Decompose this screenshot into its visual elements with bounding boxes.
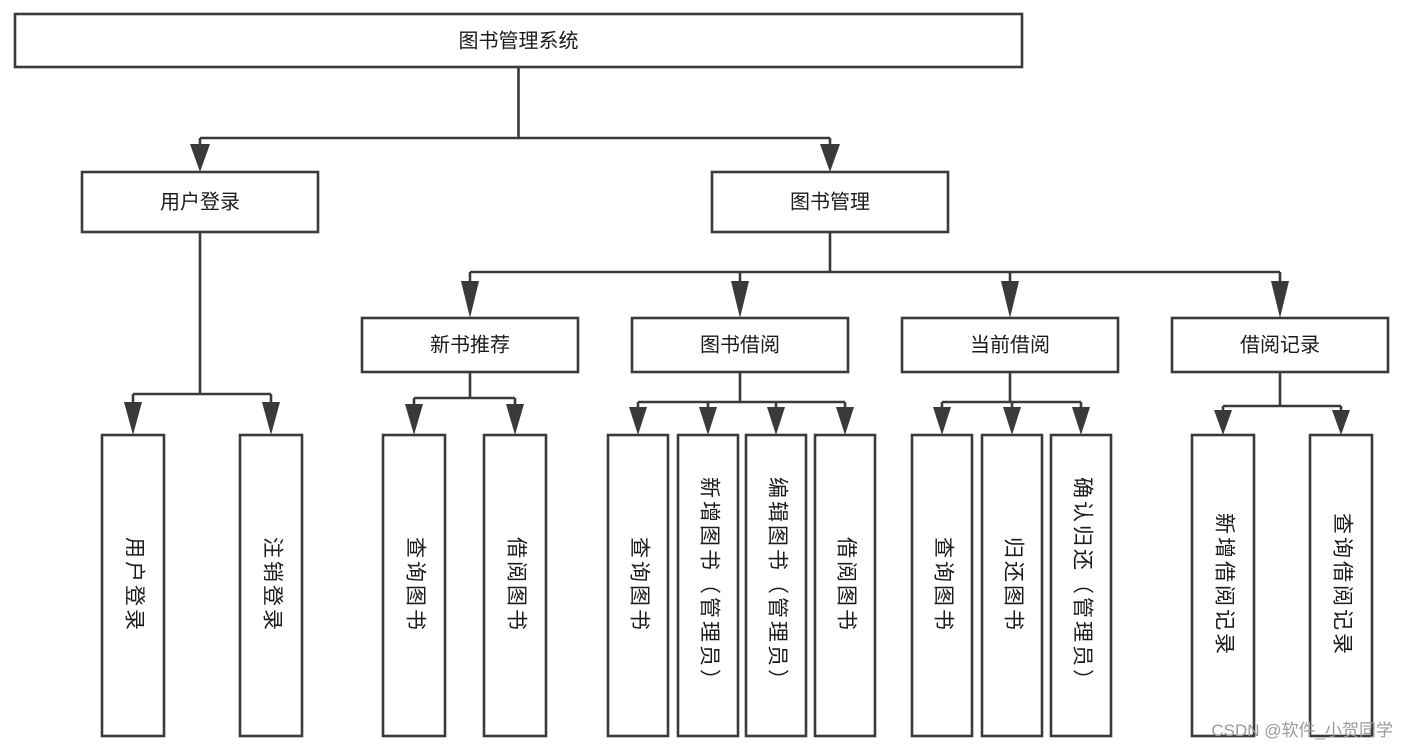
node-leaf-user-login[interactable]: 用户登录 (100, 433, 166, 738)
node-current-borrow-label: 当前借阅 (970, 333, 1050, 356)
connectors-borrow-record-to-leaves (1214, 372, 1350, 435)
node-leaf-bb-query-book-box[interactable] (606, 433, 670, 738)
node-leaf-cb-confirm-return[interactable]: 确认归还（管理员） (1049, 433, 1113, 738)
node-book-borrow-box[interactable] (630, 316, 850, 374)
arrow-icon-bb-borrow-book (836, 407, 854, 435)
node-leaf-bb-query-book[interactable]: 查询图书 (606, 433, 670, 738)
node-leaf-cb-query-book-label: 查询图书 (931, 537, 954, 633)
node-book-borrow[interactable]: 图书借阅 (630, 316, 850, 374)
node-leaf-logout[interactable]: 注销登录 (238, 433, 304, 738)
node-leaf-cb-return-book-label: 归还图书 (1001, 537, 1024, 633)
connectors-current-borrow-to-leaves (933, 372, 1090, 435)
node-leaf-br-query-record-box[interactable] (1308, 433, 1374, 738)
node-leaf-bb-query-book-label: 查询图书 (627, 537, 650, 633)
node-root-system-box[interactable] (13, 12, 1024, 69)
node-leaf-bb-edit-book-label: 编辑图书（管理员） (765, 477, 788, 693)
node-leaf-bb-edit-book-box[interactable] (744, 433, 808, 738)
node-leaf-logout-label: 注销登录 (260, 537, 283, 633)
arrow-icon-nbr-borrow-book (506, 404, 524, 435)
node-leaf-br-add-record[interactable]: 新增借阅记录 (1190, 433, 1256, 738)
node-root-system-label: 图书管理系统 (459, 29, 579, 52)
node-leaf-user-login-box[interactable] (100, 433, 166, 738)
arrow-icon-cb-return-book (1003, 407, 1021, 435)
node-leaf-bb-edit-book[interactable]: 编辑图书（管理员） (744, 433, 808, 738)
connectors-book-mgmt-to-level3 (461, 232, 1289, 318)
node-leaf-nbr-query-book-label: 查询图书 (403, 537, 426, 633)
node-user-login-label: 用户登录 (160, 190, 240, 213)
node-leaf-nbr-borrow-book-label: 借阅图书 (504, 537, 527, 633)
node-book-management-label: 图书管理 (790, 190, 870, 213)
node-leaf-nbr-query-book-box[interactable] (381, 433, 447, 738)
node-current-borrow-box[interactable] (900, 316, 1120, 374)
node-borrow-record-box[interactable] (1170, 316, 1390, 374)
connectors-user-login-to-leaves (124, 232, 280, 435)
node-leaf-cb-query-book[interactable]: 查询图书 (910, 433, 974, 738)
node-leaf-cb-return-book[interactable]: 归还图书 (980, 433, 1044, 738)
arrow-icon-book-mgmt (820, 144, 840, 172)
arrow-icon-book-borrow (731, 281, 749, 318)
arrow-icon-cb-query-book (933, 407, 951, 435)
node-user-login[interactable]: 用户登录 (80, 170, 320, 234)
node-leaf-cb-confirm-return-box[interactable] (1049, 433, 1113, 738)
arrow-icon-br-add-record (1214, 410, 1232, 435)
node-leaf-user-login-label: 用户登录 (122, 537, 145, 633)
node-leaf-br-query-record-label: 查询借阅记录 (1330, 513, 1353, 657)
node-borrow-record-label: 借阅记录 (1240, 333, 1320, 356)
arrow-icon-user-login (190, 144, 210, 172)
node-leaf-nbr-borrow-book-box[interactable] (482, 433, 548, 738)
arrow-icon-leaf-user-login (124, 402, 142, 435)
node-user-login-box[interactable] (80, 170, 320, 234)
arrow-icon-bb-query-book (629, 407, 647, 435)
arrow-icon-new-book-rec (461, 281, 479, 318)
csdn-watermark: CSDN @软件_小贺同学 (1211, 721, 1393, 740)
arrow-icon-br-query-record (1332, 410, 1350, 435)
node-leaf-bb-add-book-label: 新增图书（管理员） (697, 477, 720, 693)
node-leaf-nbr-query-book[interactable]: 查询图书 (381, 433, 447, 738)
node-book-management[interactable]: 图书管理 (710, 170, 950, 234)
node-book-management-box[interactable] (710, 170, 950, 234)
node-leaf-bb-borrow-book-box[interactable] (813, 433, 877, 738)
node-leaf-nbr-borrow-book[interactable]: 借阅图书 (482, 433, 548, 738)
node-new-book-recommend-box[interactable] (360, 316, 580, 374)
node-leaf-bb-add-book-box[interactable] (676, 433, 740, 738)
node-leaf-br-query-record[interactable]: 查询借阅记录 (1308, 433, 1374, 738)
node-new-book-recommend-label: 新书推荐 (430, 333, 510, 356)
connectors-book-borrow-to-leaves (629, 372, 854, 435)
arrow-icon-nbr-query-book (405, 404, 423, 435)
node-book-borrow-label: 图书借阅 (700, 333, 780, 356)
arrow-icon-current-borrow (1001, 281, 1019, 318)
node-leaf-bb-borrow-book[interactable]: 借阅图书 (813, 433, 877, 738)
node-root-system[interactable]: 图书管理系统 (13, 12, 1024, 69)
node-leaf-cb-return-book-box[interactable] (980, 433, 1044, 738)
node-leaf-bb-add-book[interactable]: 新增图书（管理员） (676, 433, 740, 738)
node-leaf-br-add-record-box[interactable] (1190, 433, 1256, 738)
connectors-root-to-level2 (190, 67, 840, 172)
arrow-icon-bb-add-book (699, 407, 717, 435)
node-leaf-cb-query-book-box[interactable] (910, 433, 974, 738)
connectors-new-book-rec-to-leaves (405, 372, 524, 435)
node-leaf-cb-confirm-return-label: 确认归还（管理员） (1070, 477, 1093, 693)
node-borrow-record[interactable]: 借阅记录 (1170, 316, 1390, 374)
node-leaf-br-add-record-label: 新增借阅记录 (1212, 513, 1235, 657)
arrow-icon-cb-confirm-return (1072, 407, 1090, 435)
arrow-icon-borrow-record (1271, 281, 1289, 318)
node-current-borrow[interactable]: 当前借阅 (900, 316, 1120, 374)
node-new-book-recommend[interactable]: 新书推荐 (360, 316, 580, 374)
node-leaf-bb-borrow-book-label: 借阅图书 (834, 537, 857, 633)
arrow-icon-leaf-logout (262, 402, 280, 435)
node-leaf-logout-box[interactable] (238, 433, 304, 738)
arrow-icon-bb-edit-book (767, 407, 785, 435)
